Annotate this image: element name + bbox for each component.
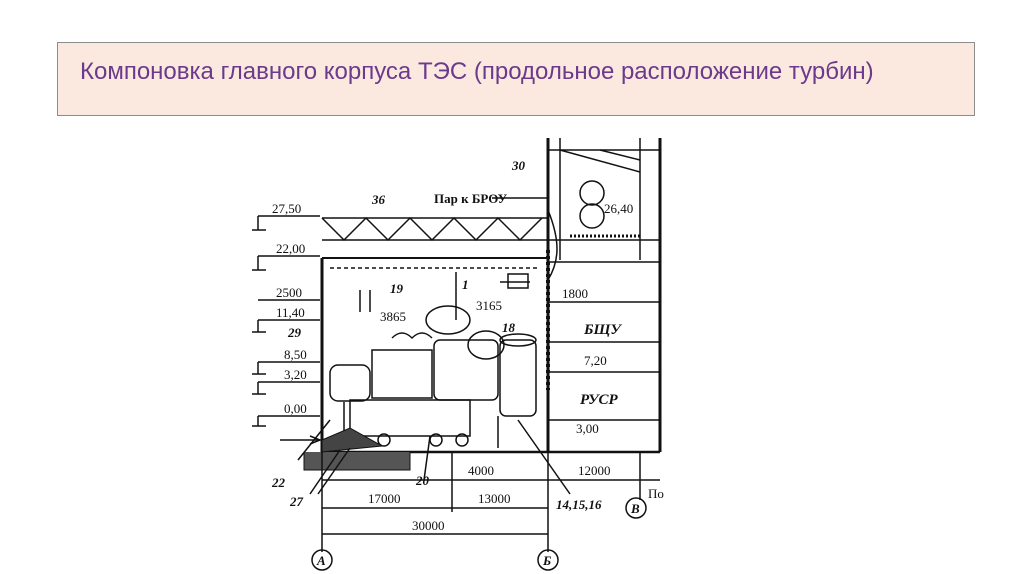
- dimension-label: 3165: [476, 298, 502, 313]
- callout-label: 29: [287, 325, 302, 340]
- elevation-label: 0,00: [284, 401, 307, 416]
- slide-title: Компоновка главного корпуса ТЭС (продоль…: [80, 58, 874, 85]
- dimension-label: 30000: [412, 518, 445, 533]
- callout-label: 18: [502, 320, 516, 335]
- elevation-label: 2500: [276, 285, 302, 300]
- callout-label: 36: [371, 192, 386, 207]
- callout-label: 14,15,16: [556, 497, 602, 512]
- callout-label: 27: [289, 494, 304, 509]
- axis-circles: [311, 497, 647, 571]
- room-label: РУСР: [580, 392, 619, 408]
- dimension-lines: [280, 419, 660, 552]
- elevation-marks-left: [252, 215, 320, 427]
- turbine-machinery: [329, 272, 537, 448]
- steam-label: Пар к БРОУ: [434, 191, 508, 206]
- foundation: [303, 427, 411, 471]
- dimension-label: 12000: [578, 463, 611, 478]
- callout-label: 22: [271, 475, 286, 490]
- elevation-label: 1800: [562, 286, 588, 301]
- dimension-label: 13000: [478, 491, 511, 506]
- axis-label: А: [316, 553, 326, 568]
- elevation-label: 8,50: [284, 347, 307, 362]
- callout-label: 30: [511, 158, 526, 173]
- callout-label: 20: [415, 473, 430, 488]
- axis-label: Б: [542, 553, 551, 568]
- dimension-label: 3865: [380, 309, 406, 324]
- elevation-label: 26,40: [604, 201, 633, 216]
- callout-label: 1: [462, 277, 469, 292]
- elevation-label: 3,20: [284, 367, 307, 382]
- dimension-label: 17000: [368, 491, 401, 506]
- callout-label: 19: [390, 281, 404, 296]
- elevation-label: 27,50: [272, 201, 301, 216]
- cut-text: По: [648, 486, 664, 501]
- elevation-label: 11,40: [276, 305, 305, 320]
- title-box: Компоновка главного корпуса ТЭС (продоль…: [57, 42, 975, 116]
- elevation-label: 22,00: [276, 241, 305, 256]
- room-label: БЩУ: [583, 322, 622, 338]
- elevation-label: 3,00: [576, 421, 599, 436]
- dimension-label: 4000: [468, 463, 494, 478]
- elevation-label: 7,20: [584, 353, 607, 368]
- axis-label: В: [630, 501, 640, 516]
